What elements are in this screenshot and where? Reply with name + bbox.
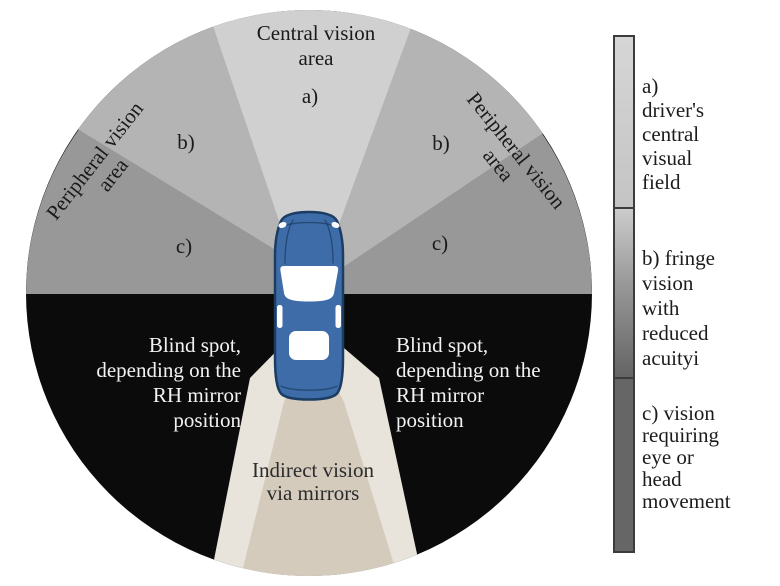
zone-b-label-left: b) (177, 130, 195, 154)
car-body (273, 210, 345, 401)
legend-label-b: b) fringe vision with reduced acuityi (642, 246, 715, 370)
car-windshield (280, 266, 339, 302)
legend-label-c: c) vision requiring eye or head movement (642, 401, 731, 513)
car-side-window-right (335, 305, 341, 328)
car-headlight-left (278, 222, 287, 228)
car-side-window-left (277, 305, 283, 328)
zone-a-label: a) (301, 84, 319, 108)
legend-label-a: a) driver's central visual field (642, 74, 705, 194)
zone-c-label-left: c) (175, 234, 193, 258)
blind-spot-label-right: Blind spot, depending on the RH mirror p… (396, 333, 541, 432)
car-rear-window (289, 331, 329, 360)
central-vision-region (172, 10, 456, 265)
mirror-vision-inner-region (235, 340, 405, 576)
car-top-view (273, 210, 345, 401)
legend-gradient-bar (613, 35, 635, 553)
car-hood-crease-right (324, 219, 334, 264)
zone-c-label-right: c) (431, 231, 449, 255)
legend-segment-b (615, 207, 633, 379)
car-hood-crease-left (284, 219, 294, 264)
central-vision-label: Central vision area (256, 21, 376, 70)
car-headlight-right (331, 222, 340, 228)
zone-b-label-right: b) (432, 131, 450, 155)
legend-segment-c (615, 379, 633, 551)
car-rear-edge-line (280, 385, 338, 391)
blind-spot-label-left: Blind spot, depending on the RH mirror p… (96, 333, 241, 432)
indirect-vision-label: Indirect vision via mirrors (252, 458, 374, 505)
legend-segment-a (615, 37, 633, 207)
